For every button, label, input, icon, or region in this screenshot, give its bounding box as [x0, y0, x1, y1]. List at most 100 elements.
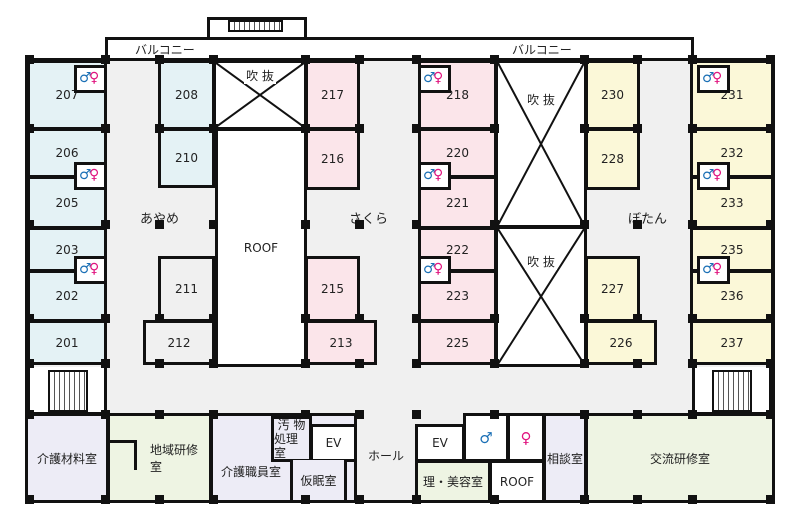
female-toilet-icon: ♀ — [89, 261, 100, 277]
male-toilet-icon: ♂ — [702, 70, 715, 86]
structural-column — [355, 314, 364, 323]
room-211: 211 — [158, 256, 215, 322]
structural-column — [412, 220, 421, 229]
structural-column — [155, 359, 164, 368]
room-number: 228 — [601, 152, 624, 166]
room-label: 介護材料室 — [36, 451, 97, 466]
structural-column — [301, 124, 310, 133]
toilet — [697, 65, 730, 93]
structural-column — [412, 495, 421, 504]
room-number: 223 — [446, 289, 469, 303]
structural-column — [101, 124, 110, 133]
room-number: 222 — [446, 242, 469, 257]
structural-column — [490, 359, 499, 368]
elevator-1: EV — [310, 424, 357, 462]
room-225: 225 — [418, 320, 497, 365]
room-208: 208 — [158, 60, 215, 130]
room-label: 仮眠室 — [300, 473, 337, 488]
nap-room: 仮眠室 — [290, 460, 347, 503]
room-number: 227 — [601, 282, 624, 296]
room-228: 228 — [585, 128, 640, 190]
room-206: 206 — [27, 128, 107, 178]
structural-column — [633, 410, 642, 419]
structural-column — [25, 124, 34, 133]
roof-label: ROOF — [243, 240, 279, 255]
room-201: 201 — [27, 320, 107, 365]
structural-column — [688, 410, 697, 419]
structural-column — [101, 220, 110, 229]
structural-column — [580, 220, 589, 229]
structural-column — [688, 55, 697, 64]
room-237: 237 — [690, 320, 774, 365]
structural-column — [155, 220, 164, 229]
room-label: 地域研修室 — [150, 443, 199, 474]
male-toilet: ♂ — [463, 413, 509, 462]
structural-column — [580, 359, 589, 368]
structural-column — [766, 495, 775, 504]
partition-wall — [107, 440, 137, 470]
atrium-3: 吹 抜 — [495, 226, 587, 367]
room-number: 212 — [167, 335, 191, 350]
room-number: 232 — [720, 146, 744, 160]
room-230: 230 — [585, 60, 640, 130]
female-toilet-icon: ♀ — [89, 70, 100, 86]
room-number: 205 — [55, 195, 79, 210]
room-number: 206 — [55, 146, 79, 160]
structural-column — [301, 495, 310, 504]
room-number: 216 — [321, 152, 344, 166]
toilet — [418, 256, 451, 284]
structural-column — [766, 359, 775, 368]
structural-column — [155, 410, 164, 419]
structural-column — [355, 359, 364, 368]
room-number: 233 — [720, 195, 744, 210]
atrium-2: 吹 抜 — [495, 60, 587, 228]
male-toilet-icon: ♂ — [702, 261, 715, 277]
room-label: 汚 物 — [277, 418, 306, 432]
room-label: 処理室 — [274, 432, 299, 460]
room-number: 218 — [446, 88, 469, 102]
male-toilet-icon: ♂ — [423, 167, 436, 183]
room-number: 201 — [55, 335, 79, 350]
structural-column — [412, 124, 421, 133]
roof-label: ROOF — [499, 474, 535, 489]
balcony — [105, 37, 694, 62]
structural-column — [355, 220, 364, 229]
structural-column — [301, 410, 310, 419]
stair-icon — [228, 20, 283, 32]
room-number: 220 — [446, 146, 469, 160]
structural-column — [633, 359, 642, 368]
structural-column — [155, 495, 164, 504]
beauty-salon: 理・美容室 — [415, 460, 491, 503]
female-toilet-icon: ♀ — [712, 70, 723, 86]
room-number: 203 — [55, 242, 79, 257]
room-number: 211 — [175, 282, 198, 296]
structural-column — [580, 55, 589, 64]
structural-column — [25, 410, 34, 419]
room-label: EV — [325, 436, 342, 450]
structural-column — [355, 495, 364, 504]
room-217: 217 — [305, 60, 360, 130]
male-toilet-icon: ♂ — [79, 70, 92, 86]
room-210: 210 — [158, 128, 215, 188]
room-226: 226 — [585, 320, 657, 365]
structural-column — [209, 495, 218, 504]
structural-column — [633, 220, 642, 229]
female-toilet-icon: ♀ — [712, 167, 723, 183]
structural-column — [766, 124, 775, 133]
room-215: 215 — [305, 256, 360, 322]
room-number: 237 — [720, 335, 744, 350]
structural-column — [209, 410, 218, 419]
structural-column — [490, 495, 499, 504]
room-number: 208 — [175, 88, 198, 102]
structural-column — [101, 55, 110, 64]
room-label: EV — [432, 436, 448, 450]
structural-column — [766, 314, 775, 323]
structural-column — [633, 495, 642, 504]
atrium-1: 吹 抜 — [213, 60, 307, 130]
male-toilet-icon: ♂ — [479, 428, 493, 447]
atrium-label: 吹 抜 — [525, 253, 557, 270]
atrium-label: 吹 抜 — [525, 91, 557, 108]
room-216: 216 — [305, 128, 360, 190]
structural-column — [766, 410, 775, 419]
structural-column — [580, 410, 589, 419]
